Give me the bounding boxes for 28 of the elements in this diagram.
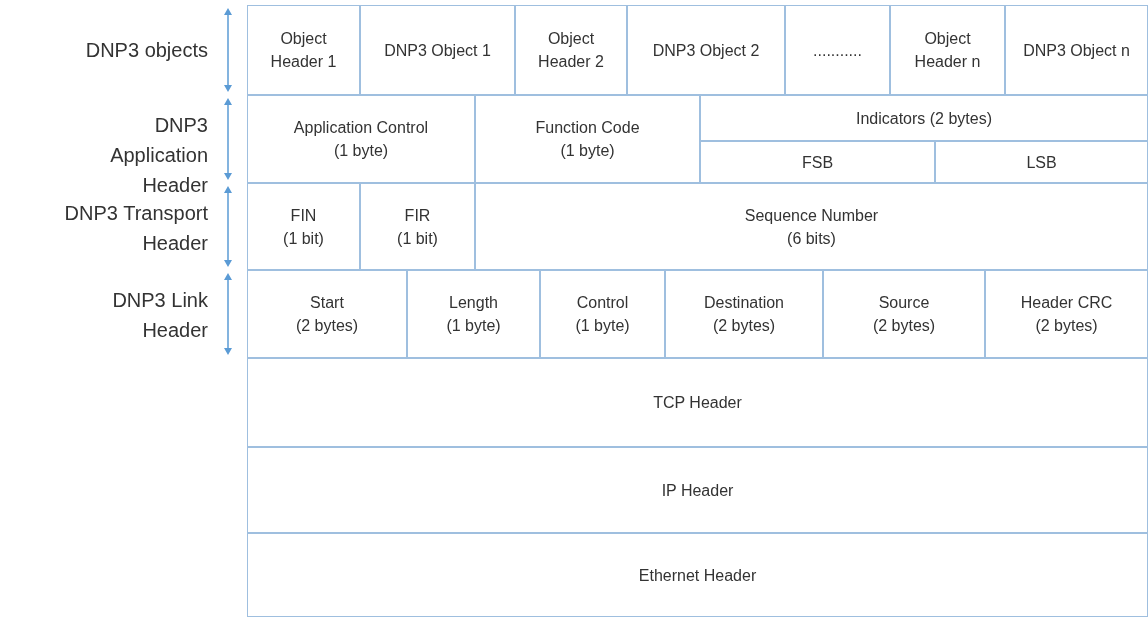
layer-label: DNP3 objects: [85, 38, 208, 63]
field-cell: DNP3 Object n: [1005, 5, 1148, 95]
field-cell: Source (2 bytes): [823, 270, 985, 358]
field-cell: ...........: [785, 5, 890, 95]
field-cell: Sequence Number (6 bits): [475, 183, 1148, 270]
field-cell: Start (2 bytes): [247, 270, 407, 358]
field-cell: DNP3 Object 2: [627, 5, 785, 95]
field-cell: Function Code (1 byte): [475, 95, 700, 183]
field-cell: DNP3 Object 1: [360, 5, 515, 95]
field-cell: Control (1 byte): [540, 270, 665, 358]
layer-label: DNP3 Link Header: [111, 288, 208, 343]
field-cell: Object Header n: [890, 5, 1005, 95]
field-cell: Length (1 byte): [407, 270, 540, 358]
field-cell: IP Header: [247, 447, 1148, 533]
field-cell: TCP Header: [247, 358, 1148, 447]
field-cell: Indicators (2 bytes): [700, 95, 1148, 141]
field-cell: FSB: [700, 141, 935, 183]
field-cell: Destination (2 bytes): [665, 270, 823, 358]
field-cell: FIR (1 bit): [360, 183, 475, 270]
field-cell: Object Header 2: [515, 5, 627, 95]
field-cell: LSB: [935, 141, 1148, 183]
layer-label: DNP3 Application Header: [109, 113, 208, 198]
field-cell: Ethernet Header: [247, 533, 1148, 617]
field-cell: Header CRC (2 bytes): [985, 270, 1148, 358]
layer-label: DNP3 Transport Header: [63, 201, 208, 256]
field-cell: Object Header 1: [247, 5, 360, 95]
field-cell: FIN (1 bit): [247, 183, 360, 270]
field-cell: Application Control (1 byte): [247, 95, 475, 183]
